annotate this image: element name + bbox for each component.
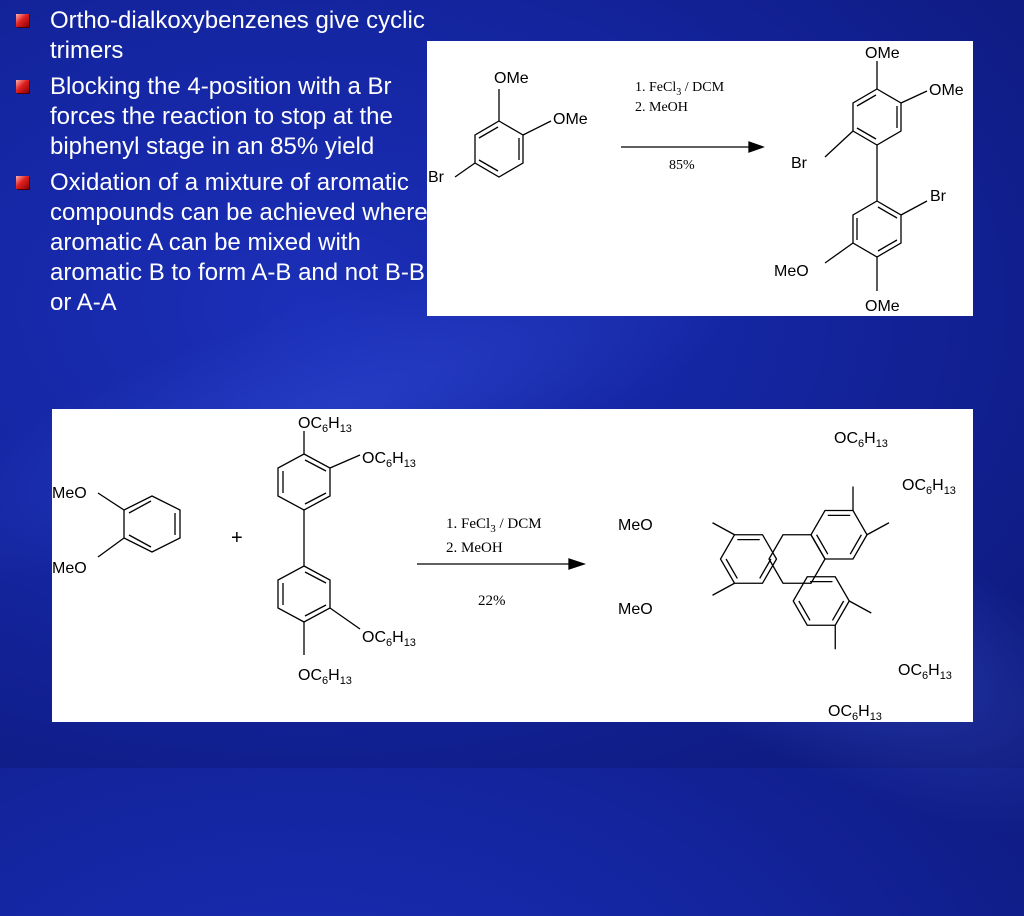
double-bond: [831, 600, 845, 621]
biphenyl-product-structure: [824, 61, 928, 291]
reaction-arrow: [621, 141, 765, 153]
plus-sign: +: [231, 527, 243, 549]
substituent-bond: [848, 600, 872, 614]
bottom-scheme-drawing: MeO MeO + OC6H13 OC6H13 OC6H13 OC6H13 1.…: [52, 415, 956, 723]
outer-ring: [810, 509, 868, 560]
substituent-bond: [866, 522, 890, 536]
oc6h13-label: OC6H13: [362, 450, 416, 470]
veratrole-meo-label: MeO: [52, 485, 87, 502]
double-bond: [849, 534, 862, 555]
product-br-label: Br: [791, 155, 808, 172]
bullet-item: Blocking the 4-position with a Br forces…: [14, 72, 444, 162]
double-bond: [725, 558, 738, 579]
bromo-dimethoxybenzene-structure: [454, 89, 552, 178]
central-ring: [768, 534, 826, 584]
outer-ring: [719, 534, 778, 584]
bullet-item: Oxidation of a mixture of aromatic compo…: [14, 168, 444, 318]
bottom-reaction-scheme: MeO MeO + OC6H13 OC6H13 OC6H13 OC6H13 1.…: [52, 409, 973, 723]
product-meo-label: MeO: [618, 601, 653, 618]
oc6h13-label: OC6H13: [834, 430, 888, 450]
reactant-ome-label: OMe: [494, 70, 529, 87]
reactant-br-label: Br: [428, 169, 445, 186]
reaction-yield: 22%: [478, 593, 506, 609]
oc6h13-label: OC6H13: [902, 477, 956, 497]
outer-ring: [792, 576, 850, 626]
conditions-step2: 2. MeOH: [446, 540, 503, 556]
bullet-square-icon: [16, 14, 29, 27]
tetraalkoxybiphenyl-structure: [277, 431, 361, 655]
product-meo-label: MeO: [618, 517, 653, 534]
veratrole-meo-label: MeO: [52, 560, 87, 577]
reaction-yield: 85%: [669, 158, 695, 173]
bullet-square-icon: [16, 176, 29, 189]
oc6h13-label: OC6H13: [298, 667, 352, 687]
oc6h13-label: OC6H13: [898, 662, 952, 682]
substituent-bond: [712, 582, 735, 596]
double-bond: [816, 534, 829, 555]
bullet-square-icon: [16, 80, 29, 93]
oc6h13-label: OC6H13: [298, 415, 352, 435]
conditions-step2: 2. MeOH: [635, 100, 688, 115]
triphenylene-product-structure: [712, 486, 890, 650]
top-scheme-drawing: OMe OMe Br 1. FeCl3 / DCM 2. MeOH 85% OM…: [428, 45, 964, 315]
conditions-step1: 1. FeCl3 / DCM: [635, 80, 725, 98]
oc6h13-label: OC6H13: [362, 629, 416, 649]
bullet-text: Oxidation of a mixture of aromatic compo…: [50, 169, 428, 316]
veratrole-structure: [97, 492, 181, 558]
oc6h13-label: OC6H13: [828, 703, 882, 722]
double-bond: [759, 558, 772, 579]
bullet-list: Ortho-dialkoxybenzenes give cyclic trime…: [14, 6, 444, 324]
bullet-text: Ortho-dialkoxybenzenes give cyclic trime…: [50, 7, 425, 64]
reaction-arrow: [417, 558, 587, 570]
product-ome-label: OMe: [929, 82, 964, 99]
bullet-text: Blocking the 4-position with a Br forces…: [50, 73, 393, 160]
product-meo-label: MeO: [774, 263, 809, 280]
conditions-step1: 1. FeCl3 / DCM: [446, 516, 542, 535]
top-reaction-scheme: OMe OMe Br 1. FeCl3 / DCM 2. MeOH 85% OM…: [427, 41, 973, 316]
product-ome-label: OMe: [865, 45, 900, 62]
double-bond: [798, 600, 811, 621]
product-ome-label: OMe: [865, 298, 900, 315]
bullet-item: Ortho-dialkoxybenzenes give cyclic trime…: [14, 6, 444, 66]
substituent-bond: [712, 522, 735, 536]
reactant-ome-label: OMe: [553, 111, 588, 128]
product-br-label: Br: [930, 188, 947, 205]
